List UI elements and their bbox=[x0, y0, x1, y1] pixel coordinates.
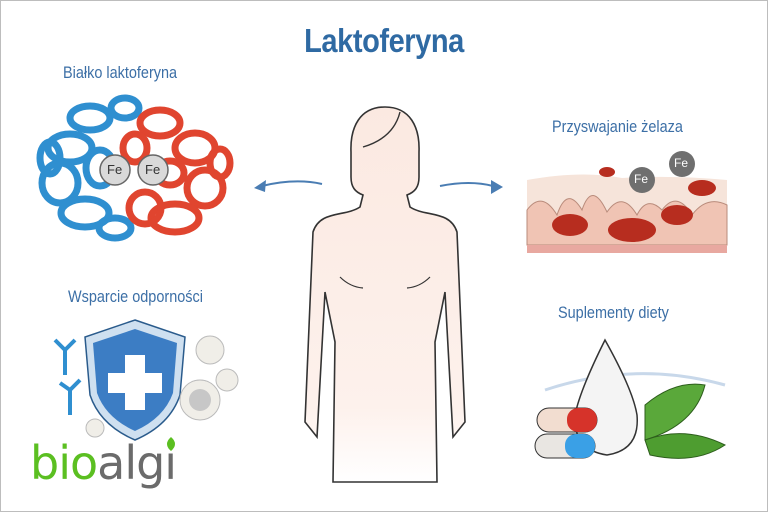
iron-label: Fe bbox=[674, 156, 689, 170]
page-title: Laktoferyna bbox=[304, 22, 464, 59]
supplements-illustration bbox=[525, 330, 755, 480]
arrow-left-icon bbox=[250, 170, 325, 195]
iron-label: Fe bbox=[145, 162, 161, 177]
logo-part-bio: bio bbox=[30, 436, 98, 490]
leaf-icon bbox=[163, 436, 179, 452]
absorption-label: Przyswajanie żelaza bbox=[552, 117, 683, 136]
arrow-right-icon bbox=[435, 172, 510, 197]
bioalgi-logo: bioalgi bbox=[30, 440, 177, 486]
woman-silhouette bbox=[285, 92, 485, 492]
iron-label: Fe bbox=[634, 172, 649, 186]
immunity-illustration bbox=[40, 315, 240, 445]
intestine-illustration bbox=[522, 150, 732, 260]
iron-label: Fe bbox=[107, 162, 123, 177]
immunity-label: Wsparcie odporności bbox=[68, 287, 203, 306]
protein-label: Białko laktoferyna bbox=[63, 63, 178, 82]
protein-illustration bbox=[30, 88, 240, 248]
logo-part-algi: algi bbox=[97, 436, 177, 490]
supplements-label: Suplementy diety bbox=[558, 303, 669, 322]
